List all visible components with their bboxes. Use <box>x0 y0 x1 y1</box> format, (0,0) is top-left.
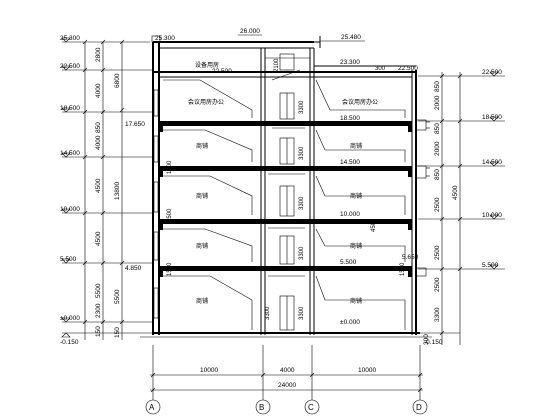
level-label: 5.500 <box>60 256 77 263</box>
level-label: 22.500 <box>60 63 80 70</box>
segment-dim: 150 <box>95 326 102 337</box>
level-label: 18.500 <box>482 114 502 121</box>
segment-dim: 2500 <box>434 245 441 260</box>
segment-dim: 2300 <box>95 303 102 318</box>
segment-dim: 2500 <box>434 197 441 212</box>
total-dim: 13800 <box>114 182 121 200</box>
mid-dim: 3300 <box>299 306 305 320</box>
segment-dim: 4500 <box>452 185 459 200</box>
level-label: 14.500 <box>60 150 80 157</box>
sill-dim: 1500 <box>400 262 406 276</box>
roof-right-label: 22.500 <box>398 65 418 72</box>
segment-dim: 2800 <box>95 47 102 62</box>
segment-dim: 300 <box>423 334 430 345</box>
floor-level-label: 4.850 <box>125 265 142 272</box>
level-label: 10.000 <box>482 212 502 219</box>
sill-dim: 450 <box>371 221 377 232</box>
level-label: 14.500 <box>482 159 502 166</box>
segment-dim: 850 <box>434 123 441 134</box>
bottom-dimension-chain: 10000 4000 10000 24000 A B C D <box>145 345 428 415</box>
left-dimension-chain: 25.300 22.500 18.500 14.500 10.000 5.500… <box>60 35 152 346</box>
mid-dim: 3300 <box>299 246 305 260</box>
roof-dim-label: 300 <box>375 66 386 72</box>
right-dimension-chain: 22.500 18.500 14.500 10.000 5.500 850 20… <box>418 69 505 346</box>
room-label: 商铺 <box>350 142 362 150</box>
roof-mid-label: 23.300 <box>340 59 360 66</box>
total-width: 24000 <box>278 382 296 389</box>
floor-level-label: 10.000 <box>340 211 360 218</box>
level-label: 10.000 <box>60 206 80 213</box>
room-label: 设备用房 <box>195 61 219 69</box>
floor-level-label: ±0.000 <box>340 319 360 326</box>
building-section: 26.000 25.480 25.300 22.500 23.300 22.50… <box>125 28 432 338</box>
segment-dim: 4000 <box>95 83 102 98</box>
total-dim: 150 <box>114 327 121 338</box>
segment-dim: 5500 <box>95 283 102 298</box>
segment-dim: 4500 <box>95 178 102 193</box>
axis-label: D <box>416 403 422 412</box>
level-label: 18.500 <box>60 105 80 112</box>
axis-label: C <box>308 403 314 412</box>
segment-dim: 2000 <box>434 141 441 156</box>
parapet-label: 25.300 <box>155 35 175 42</box>
segment-dim: 850 <box>434 169 441 180</box>
segment-dim: 4500 <box>95 231 102 246</box>
sill-dim: 1500 <box>167 262 173 276</box>
bay-dim: 10000 <box>200 367 218 374</box>
segment-dim: 4000 <box>95 135 102 150</box>
floor-level-label: 5.500 <box>340 259 357 266</box>
partition-lines <box>163 69 406 330</box>
room-label: 商铺 <box>196 297 208 305</box>
bay-dim: 10000 <box>358 367 376 374</box>
total-dim: 5500 <box>114 289 121 304</box>
room-label: 商铺 <box>350 242 362 250</box>
top-level-label: 26.000 <box>240 28 260 35</box>
roof-left-label: 22.500 <box>212 68 232 75</box>
room-label: 商铺 <box>350 192 362 200</box>
floor-level-label: 5.650 <box>402 254 419 261</box>
level-label: ±0.000 <box>60 315 80 322</box>
total-dim: 6800 <box>114 73 121 88</box>
room-label: 商铺 <box>350 297 362 305</box>
room-label: 会议用房办公 <box>188 98 224 106</box>
segment-dim: 3300 <box>434 307 441 322</box>
stair-dim-label: 2100 <box>274 58 280 72</box>
segment-dim: 850 <box>95 122 102 133</box>
level-label: 5.500 <box>482 262 499 269</box>
segment-dim: 850 <box>434 81 441 92</box>
segment-dim: 2500 <box>434 277 441 292</box>
axis-label: A <box>149 403 155 412</box>
bay-dim: 4000 <box>280 367 295 374</box>
ground-level-right: -0.150 <box>424 339 443 346</box>
sill-dim: 1500 <box>167 208 173 222</box>
floor-level-label: 17.650 <box>125 121 145 128</box>
segment-dim: 2000 <box>434 95 441 110</box>
mid-dim: 3300 <box>265 306 271 320</box>
floor-level-label: 14.500 <box>340 159 360 166</box>
floor-level-label: 18.500 <box>340 115 360 122</box>
room-label: 会议用房办公 <box>342 98 378 106</box>
level-label: 25.300 <box>60 35 80 42</box>
axis-label: B <box>259 403 264 412</box>
stair-doors <box>279 53 295 331</box>
room-label: 商铺 <box>196 142 208 150</box>
sill-dim: 1500 <box>167 160 173 174</box>
room-label: 商铺 <box>196 242 208 250</box>
level-label: -0.150 <box>60 339 79 346</box>
mid-dim: 3300 <box>299 146 305 160</box>
mid-dim: 3300 <box>299 196 305 210</box>
stair-roof-label: 25.480 <box>341 34 361 41</box>
level-label: 22.500 <box>482 69 502 76</box>
room-label: 商铺 <box>196 192 208 200</box>
mid-dim: 3300 <box>299 100 305 114</box>
